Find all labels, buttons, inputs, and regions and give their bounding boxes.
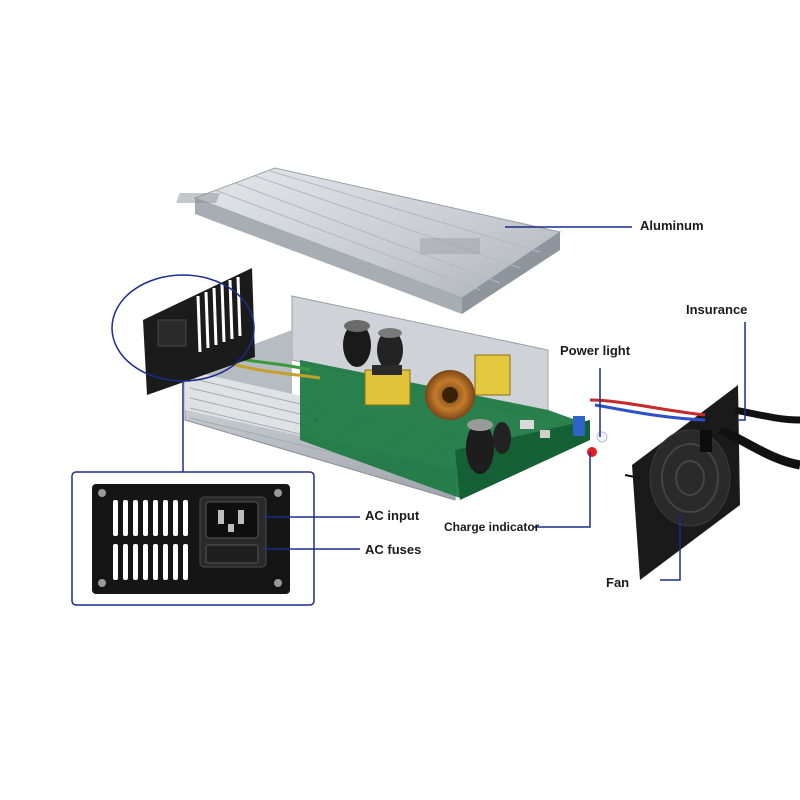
label-ac-input: AC input <box>365 508 420 523</box>
label-insurance: Insurance <box>686 302 748 317</box>
rear-panel-zoom-inset <box>71 471 315 606</box>
circuit-board <box>194 320 608 500</box>
label-fan: Fan <box>606 575 630 590</box>
rear-end-panel <box>143 268 255 395</box>
leader-lines <box>182 226 746 581</box>
aluminum-cover <box>176 167 562 314</box>
label-power-light: Power light <box>560 343 631 358</box>
label-ac-fuses: AC fuses <box>365 542 422 557</box>
label-aluminum: Aluminum <box>640 218 704 233</box>
label-charge-indicator: Charge indicator <box>444 520 540 534</box>
front-panel-fan <box>589 385 800 580</box>
